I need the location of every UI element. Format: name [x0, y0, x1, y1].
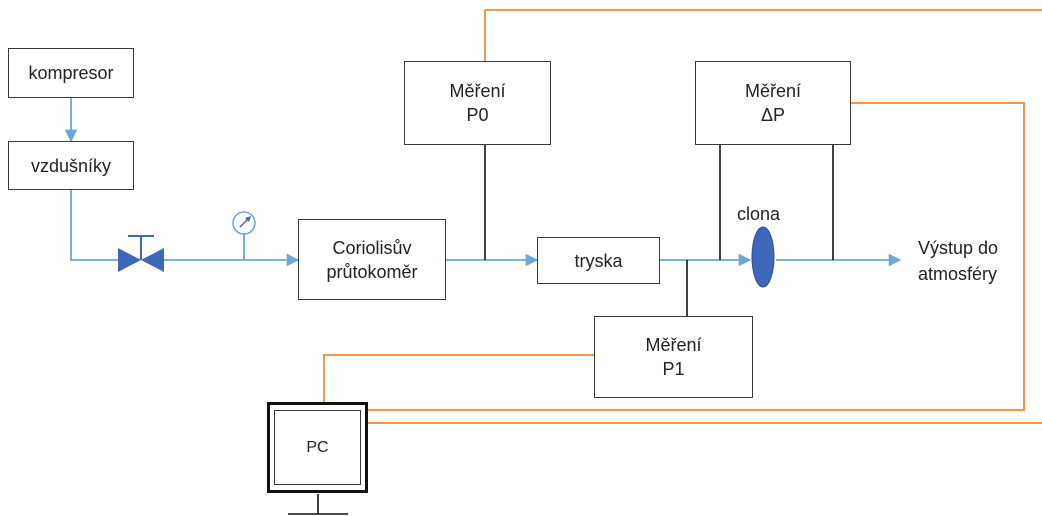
signal-p0	[484, 9, 1042, 61]
compressor-box: kompresor	[8, 48, 134, 98]
coriolis-label-line2: průtokoměr	[326, 261, 418, 282]
outlet-label-line2: atmosféry	[918, 264, 998, 284]
orifice-plate-icon	[751, 226, 775, 288]
p0-label-line2: P0	[466, 105, 489, 125]
pc-monitor: PC	[267, 402, 368, 493]
outlet-label: Výstup do atmosféry	[918, 235, 998, 287]
nozzle-label: tryska	[574, 250, 623, 271]
air-tanks-label: vzdušníky	[30, 155, 112, 176]
orifice-label: clona	[737, 204, 781, 224]
signal-dp	[368, 102, 1025, 411]
measurement-p0-box: Měření P0	[404, 61, 551, 145]
measurement-p1-box: Měření P1	[594, 316, 753, 398]
air-tanks-box: vzdušníky	[8, 141, 134, 190]
nozzle-box: tryska	[537, 237, 660, 284]
p0-label-line1: Měření	[449, 81, 506, 101]
p1-label-line1: Měření	[645, 335, 702, 355]
outlet-label-line1: Výstup do	[918, 238, 999, 258]
coriolis-label-line1: Coriolisův	[332, 237, 412, 258]
compressor-label: kompresor	[28, 63, 114, 83]
coriolis-flowmeter-box: Coriolisův průtokoměr	[298, 219, 446, 300]
flow-lines	[64, 98, 902, 267]
dp-label-line1: Měření	[744, 81, 802, 101]
p1-label-line2: P1	[662, 359, 685, 379]
pc-screen: PC	[274, 410, 361, 485]
measurement-taps	[288, 145, 834, 515]
signal-wires	[323, 9, 1042, 424]
dp-label-line2: ΔP	[760, 105, 786, 125]
valve-icon	[118, 235, 164, 272]
pressure-gauge-icon	[232, 211, 256, 235]
pc-label: PC	[306, 438, 329, 456]
flow-tanks-to-valve	[70, 190, 118, 261]
measurement-dp-box: Měření ΔP	[695, 61, 851, 145]
signal-p1	[323, 354, 594, 402]
